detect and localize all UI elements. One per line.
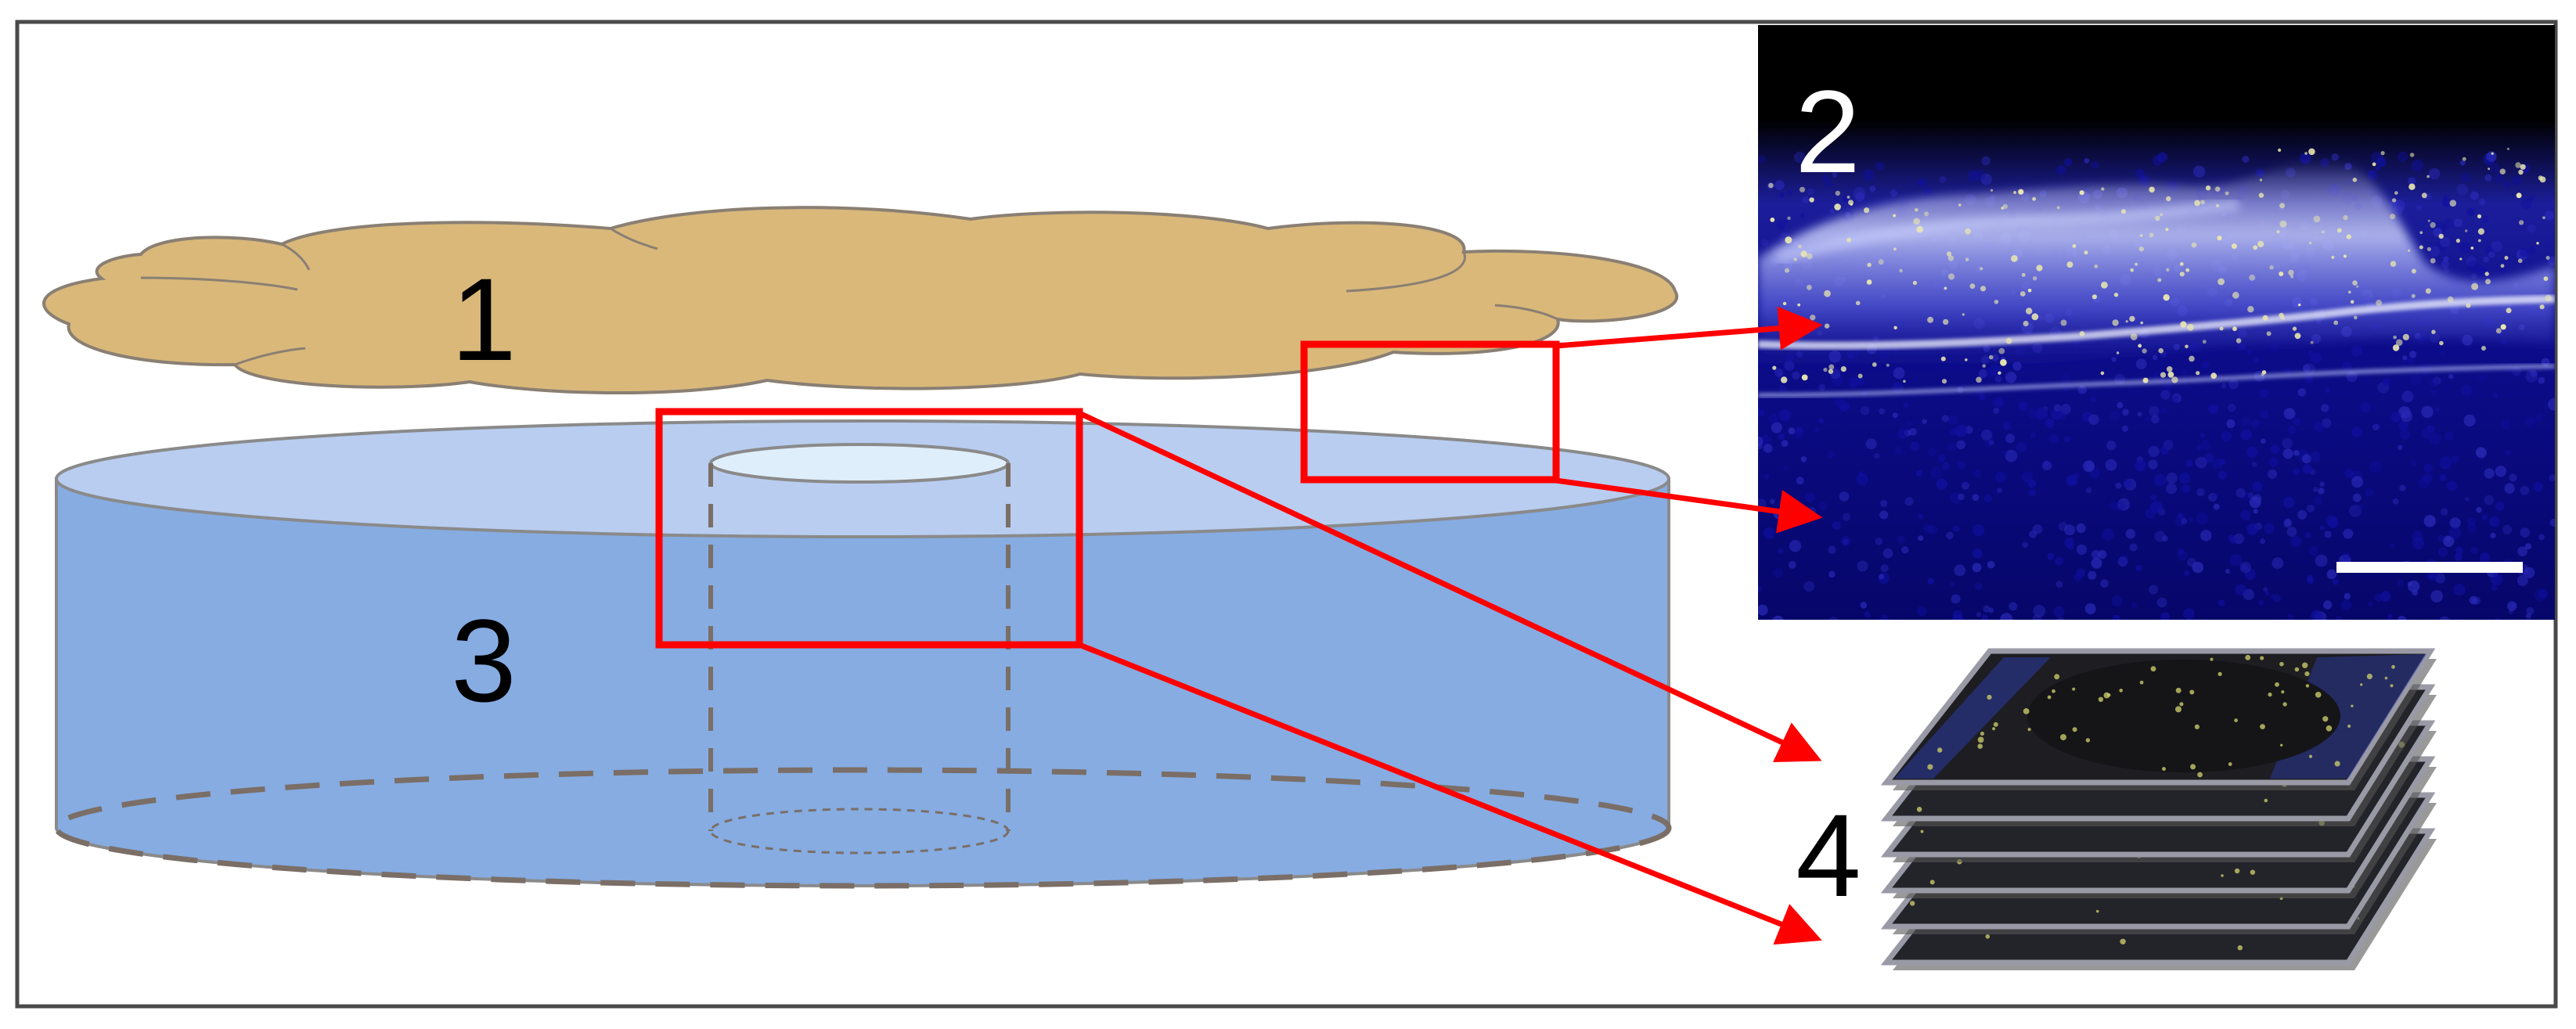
callout-arrows: [1078, 306, 1823, 945]
label-image-stack: 4: [1796, 790, 1861, 921]
scaffold-cylinder: [53, 419, 1672, 889]
arrow-to-stack-top: [1078, 410, 1822, 763]
arrow-to-stack-bottom: [1078, 642, 1822, 945]
tissue-region-box: [1300, 340, 1560, 484]
label-scaffold: 3: [451, 595, 516, 726]
image-stack: [1880, 648, 2437, 970]
stack-slice: [1880, 648, 2437, 790]
scale-bar: [2336, 562, 2523, 573]
arrow-to-section-bottom: [1555, 477, 1823, 534]
label-tissue: 1: [451, 254, 516, 385]
signal-speckle: [1768, 147, 2552, 384]
label-section-image: 2: [1795, 66, 1860, 197]
core-region-box: [655, 408, 1083, 649]
tissue-explant: [42, 206, 1679, 394]
scaffold-bottom-dashed: [53, 767, 1672, 889]
arrow-to-section-top: [1555, 306, 1823, 351]
micrograph-panel: [1758, 25, 2555, 620]
